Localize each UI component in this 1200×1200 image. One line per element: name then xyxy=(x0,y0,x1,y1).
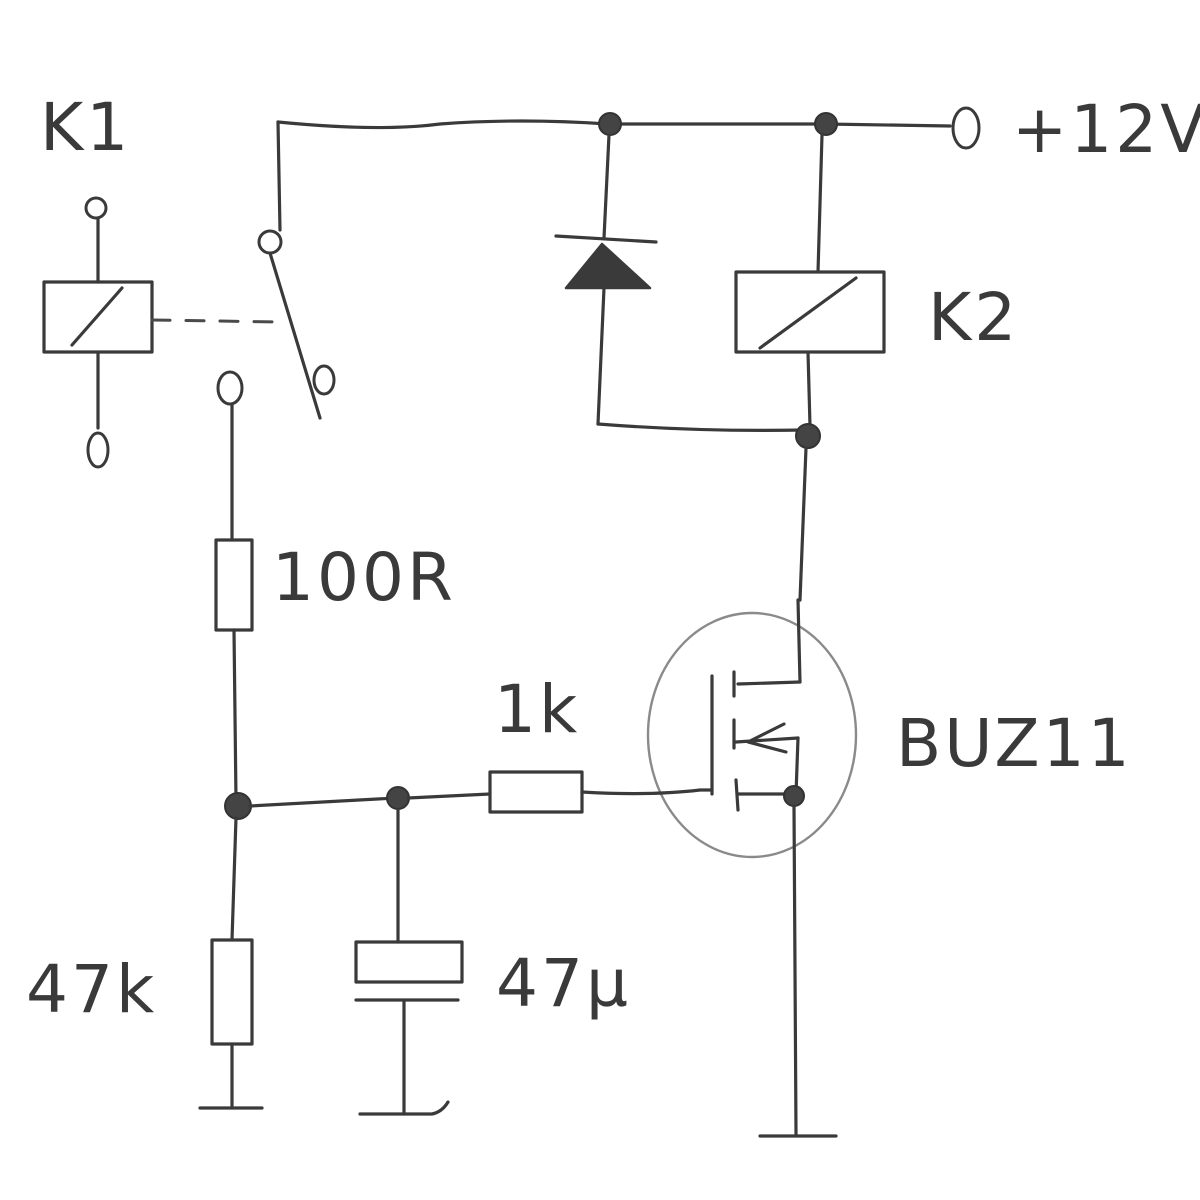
resistor-100r xyxy=(214,402,254,802)
resistor-47k xyxy=(198,816,264,1110)
k1-switch-blade xyxy=(268,251,322,420)
k1-common-terminal xyxy=(257,229,283,255)
label-k2: K2 xyxy=(928,279,1019,356)
junction-k2-top xyxy=(814,112,838,136)
resistor-47k-body xyxy=(210,938,254,1046)
label-1k: 1k xyxy=(494,671,580,748)
label-k1: K1 xyxy=(40,89,131,166)
junction-gate-divider xyxy=(224,792,252,820)
junction-capacitor xyxy=(386,786,410,810)
k1-no-terminal xyxy=(312,364,336,396)
ground-capacitor xyxy=(358,1100,450,1116)
label-100r: 100R xyxy=(272,539,456,616)
relay-k1 xyxy=(42,196,284,469)
capacitor-47u xyxy=(354,808,464,1116)
capacitor-47u-body xyxy=(354,940,464,984)
k1-coil-terminal-bottom xyxy=(86,431,110,469)
relay-k2 xyxy=(734,133,886,449)
junction-k2-drain xyxy=(795,423,821,449)
label-47k: 47k xyxy=(26,951,157,1028)
mosfet-case xyxy=(646,611,858,859)
mosfet-channel-arrow xyxy=(746,722,788,754)
resistor-100r-body xyxy=(214,538,254,632)
k2-coil xyxy=(734,270,886,354)
diode-cathode-bar xyxy=(554,234,658,244)
mosfet-buz11 xyxy=(646,446,858,1138)
junction-source xyxy=(783,785,805,807)
label-47u: 47µ xyxy=(496,945,631,1022)
label-supply: +12V xyxy=(1012,91,1200,168)
k1-nc-terminal xyxy=(216,370,244,406)
k1-coil-terminal-top xyxy=(84,196,108,220)
label-buz11: BUZ11 xyxy=(896,705,1133,782)
supply-terminal xyxy=(951,106,981,150)
k1-switch xyxy=(216,120,336,420)
freewheel-diode xyxy=(554,133,808,432)
resistor-1k-body xyxy=(488,770,584,814)
gate-network xyxy=(224,770,714,820)
supply-rail xyxy=(276,106,981,150)
k1-mechanical-link xyxy=(150,318,284,324)
diode-body xyxy=(564,242,652,290)
junction-diode-anode xyxy=(598,112,622,136)
